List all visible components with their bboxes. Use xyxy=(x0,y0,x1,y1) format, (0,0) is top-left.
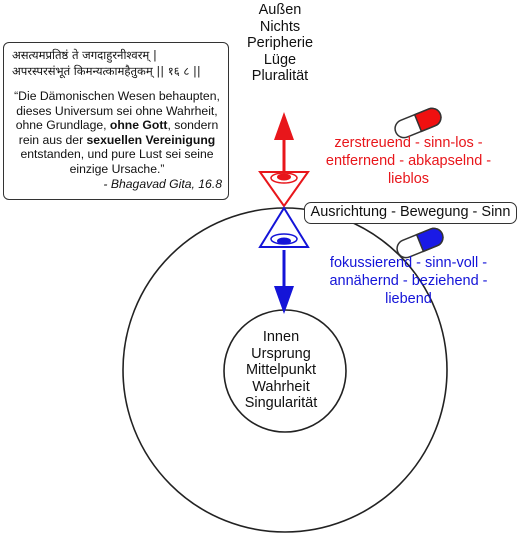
red-path-line: lieblos xyxy=(387,171,430,187)
red-path-line: zerstreuend - sinn-los - xyxy=(334,135,483,151)
outer-keyword: Pluralität xyxy=(251,68,309,84)
red-path-description: zerstreuend - sinn-los - entfernend - ab… xyxy=(306,134,511,188)
outer-keyword: Peripherie xyxy=(246,35,314,51)
center-label: Ausrichtung - Bewegung - Sinn xyxy=(310,204,511,220)
blue-arrow-down xyxy=(274,250,294,314)
quote-text: “Die Dämonischen Wesen behaupten, dieses… xyxy=(12,89,222,177)
outer-keyword: Lüge xyxy=(263,51,297,68)
inner-keyword: Mittelpunkt xyxy=(245,362,317,378)
quote-box: असत्यमप्रतिष्ठं ते जगदाहुरनीश्वरम् | अपर… xyxy=(3,42,229,200)
blue-path-line: fokussierend - sinn-voll - xyxy=(329,255,488,271)
sanskrit-verse-line-2: अपरस्परसंभूतं किमन्यत्कामहैतुकम् || १६ ८… xyxy=(12,64,201,78)
red-eye-icon xyxy=(258,171,310,208)
quote-text-part: entstanden, und pure Lust sei seine einz… xyxy=(20,147,214,176)
inner-keyword: Singularität xyxy=(244,395,318,411)
blue-pill-icon xyxy=(396,227,444,259)
blue-eye-icon xyxy=(258,206,310,248)
blue-path-description: fokussierend - sinn-voll - annähernd - b… xyxy=(306,254,511,308)
inner-keyword: Wahrheit xyxy=(252,378,310,395)
quote-text-part: , sondern rein aus der xyxy=(18,118,219,147)
red-arrow-up xyxy=(274,112,294,176)
red-path-line: entfernend - abkapselnd - xyxy=(325,153,492,169)
quote-text-part: “Die Dämonischen Wesen behaupten, dieses… xyxy=(14,89,220,133)
sanskrit-verse-line-1: असत्यमप्रतिष्ठं ते जगदाहुरनीश्वरम् | xyxy=(12,48,157,62)
inner-keyword-list: Innen Ursprung Mittelpunkt Wahrheit Sing… xyxy=(236,329,326,412)
center-label-box: Ausrichtung - Bewegung - Sinn xyxy=(304,202,517,224)
red-pill-icon xyxy=(394,107,442,139)
quote-attribution: - Bhagavad Gita, 16.8 xyxy=(103,176,222,191)
inner-keyword: Innen xyxy=(262,329,300,345)
outer-keyword-list: Außen Nichts Peripherie Lüge Pluralität xyxy=(230,2,330,85)
blue-path-line: liebend xyxy=(385,291,432,307)
quote-bold-ohne-gott: ohne Gott xyxy=(109,118,168,133)
inner-keyword: Ursprung xyxy=(251,345,311,362)
blue-path-line: annähernd - beziehend - xyxy=(329,273,488,289)
outer-keyword: Nichts xyxy=(259,18,301,35)
quote-bold-sexuellen-vereinigung: sexuellen Vereinigung xyxy=(86,132,216,147)
outer-keyword: Außen xyxy=(258,2,302,18)
